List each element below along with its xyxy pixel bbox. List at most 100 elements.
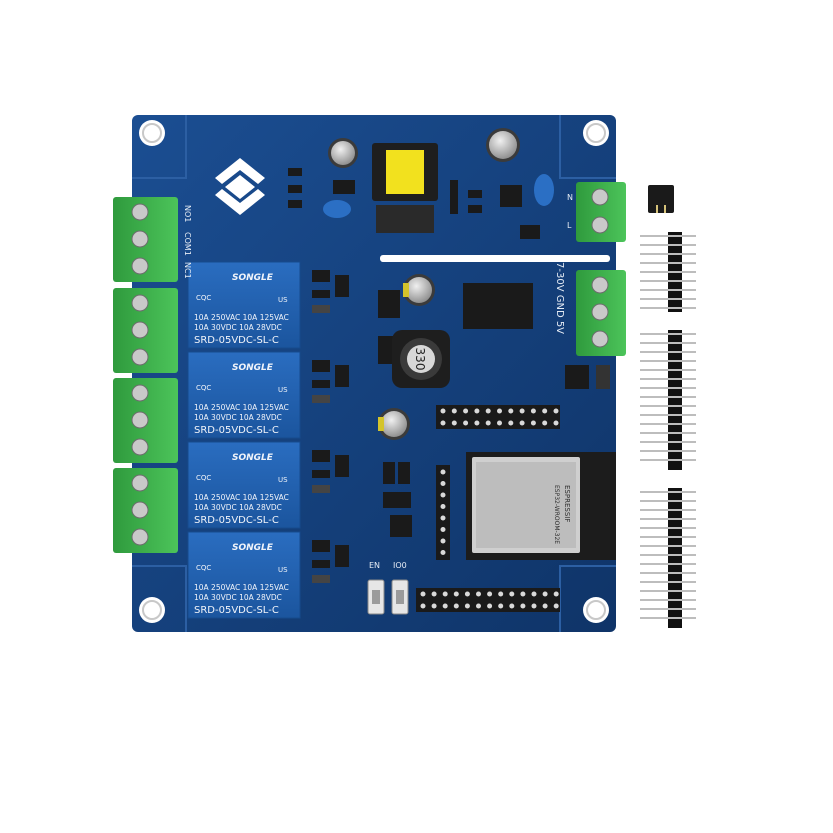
svg-text:L: L	[567, 221, 572, 230]
pin-header-strip	[668, 330, 682, 470]
pin-hole	[542, 591, 548, 597]
pin-hole	[485, 408, 491, 414]
pin-hole	[508, 408, 514, 414]
en-button: EN	[367, 561, 385, 615]
module-model: ESP32-WROOM-32E	[553, 485, 560, 544]
capacitor	[378, 408, 410, 440]
pin-hole	[453, 603, 459, 609]
pin-hole	[498, 591, 504, 597]
svg-text:CQC: CQC	[196, 474, 211, 482]
isolation-slot	[380, 255, 610, 262]
pin-holes	[420, 408, 559, 609]
smd-components	[288, 168, 610, 537]
svg-text:N: N	[567, 193, 573, 202]
pin-hole	[476, 591, 481, 597]
svg-text:10A 250VAC 10A 125VAC: 10A 250VAC 10A 125VAC	[194, 313, 289, 322]
svg-text:CQC: CQC	[196, 564, 211, 572]
svg-text:SONGLE: SONGLE	[232, 363, 274, 373]
pin-hole	[464, 591, 470, 597]
svg-text:10A 30VDC 10A 28VDC: 10A 30VDC 10A 28VDC	[194, 413, 282, 422]
pin-hole	[542, 408, 548, 414]
capacitor	[328, 138, 358, 168]
jumper-cap	[648, 185, 674, 213]
pin-hole	[542, 420, 548, 426]
relay-1: SONGLE CQC US 10A 250VAC 10A 125VAC 10A …	[187, 261, 301, 349]
ceramic-capacitor	[534, 174, 554, 206]
svg-text:10A 30VDC 10A 28VDC: 10A 30VDC 10A 28VDC	[194, 593, 282, 602]
pin-hole	[451, 420, 457, 426]
pin-hole	[520, 591, 526, 597]
pin-hole	[440, 469, 446, 475]
pin-hole	[464, 603, 470, 609]
esp32-module: ESPRESSIF ESP32-WROOM-32E	[466, 452, 616, 560]
pin-hole	[530, 420, 536, 426]
pin-hole	[520, 603, 526, 609]
pin-hole	[440, 492, 446, 498]
svg-text:US: US	[278, 386, 288, 394]
pin-hole	[440, 481, 446, 486]
pin-hole	[440, 408, 446, 414]
pin-hole	[519, 420, 525, 426]
pin-hole	[553, 420, 559, 426]
pin-hole	[485, 420, 491, 426]
svg-text:US: US	[278, 296, 288, 304]
power-label: 7-30V GND 5V	[554, 262, 565, 334]
pin-hole	[474, 420, 480, 426]
board-pin-header	[416, 405, 560, 612]
pin-hole	[509, 603, 515, 609]
svg-text:SRD-05VDC-SL-C: SRD-05VDC-SL-C	[194, 515, 279, 526]
relay-3: SONGLE CQC US 10A 250VAC 10A 125VAC 10A …	[187, 441, 301, 529]
transformer	[372, 143, 438, 233]
pin-header-strip	[668, 488, 682, 628]
pin-hole	[487, 591, 493, 597]
pin-hole	[440, 550, 446, 555]
ac-terminal-block: N L	[567, 182, 626, 242]
svg-text:EN: EN	[369, 561, 380, 570]
pin-hole	[440, 538, 446, 544]
pin-hole	[453, 591, 459, 597]
pin-hole	[498, 603, 504, 609]
capacitor	[403, 274, 435, 306]
svg-text:10A 30VDC 10A 28VDC: 10A 30VDC 10A 28VDC	[194, 323, 282, 332]
pin-hole	[508, 420, 514, 426]
pin-hole	[476, 603, 481, 609]
svg-text:10A 250VAC 10A 125VAC: 10A 250VAC 10A 125VAC	[194, 583, 289, 592]
svg-text:SRD-05VDC-SL-C: SRD-05VDC-SL-C	[194, 335, 279, 346]
mounting-hole	[139, 120, 165, 146]
pin-hole	[509, 591, 515, 597]
power-terminal-block: 7-30V GND 5V	[554, 262, 626, 356]
relay-terminal-blocks	[113, 197, 178, 553]
module-brand: ESPRESSIF	[563, 485, 571, 522]
pin-hole	[442, 591, 448, 597]
pin-hole	[440, 527, 446, 532]
header-pins	[640, 235, 696, 619]
pin-hole	[530, 408, 536, 414]
relay-4: SONGLE CQC US 10A 250VAC 10A 125VAC 10A …	[187, 531, 301, 619]
ceramic-capacitor	[323, 200, 351, 218]
pin-hole	[420, 603, 426, 609]
pin-hole	[474, 408, 480, 414]
svg-text:SRD-05VDC-SL-C: SRD-05VDC-SL-C	[194, 605, 279, 616]
mounting-hole	[583, 120, 609, 146]
terminal-labels: NO1 COM1 NC1	[183, 205, 192, 279]
pin-hole	[431, 603, 437, 609]
pin-hole	[451, 408, 457, 414]
mounting-hole	[139, 597, 165, 623]
svg-text:SONGLE: SONGLE	[232, 273, 274, 283]
pin-hole	[487, 603, 493, 609]
pin-hole	[440, 515, 446, 521]
svg-text:NO1: NO1	[183, 205, 192, 222]
mounting-hole	[583, 597, 609, 623]
pin-hole	[440, 504, 446, 509]
inductor: 330	[392, 330, 450, 388]
capacitor	[486, 128, 520, 162]
svg-text:COM1: COM1	[183, 232, 192, 256]
inductor-code: 330	[413, 348, 427, 371]
pin-hole	[497, 408, 502, 414]
svg-text:US: US	[278, 566, 288, 574]
pin-hole	[463, 420, 469, 426]
io0-button: IO0	[391, 561, 409, 615]
svg-text:10A 250VAC 10A 125VAC: 10A 250VAC 10A 125VAC	[194, 403, 289, 412]
pin-hole	[519, 408, 525, 414]
